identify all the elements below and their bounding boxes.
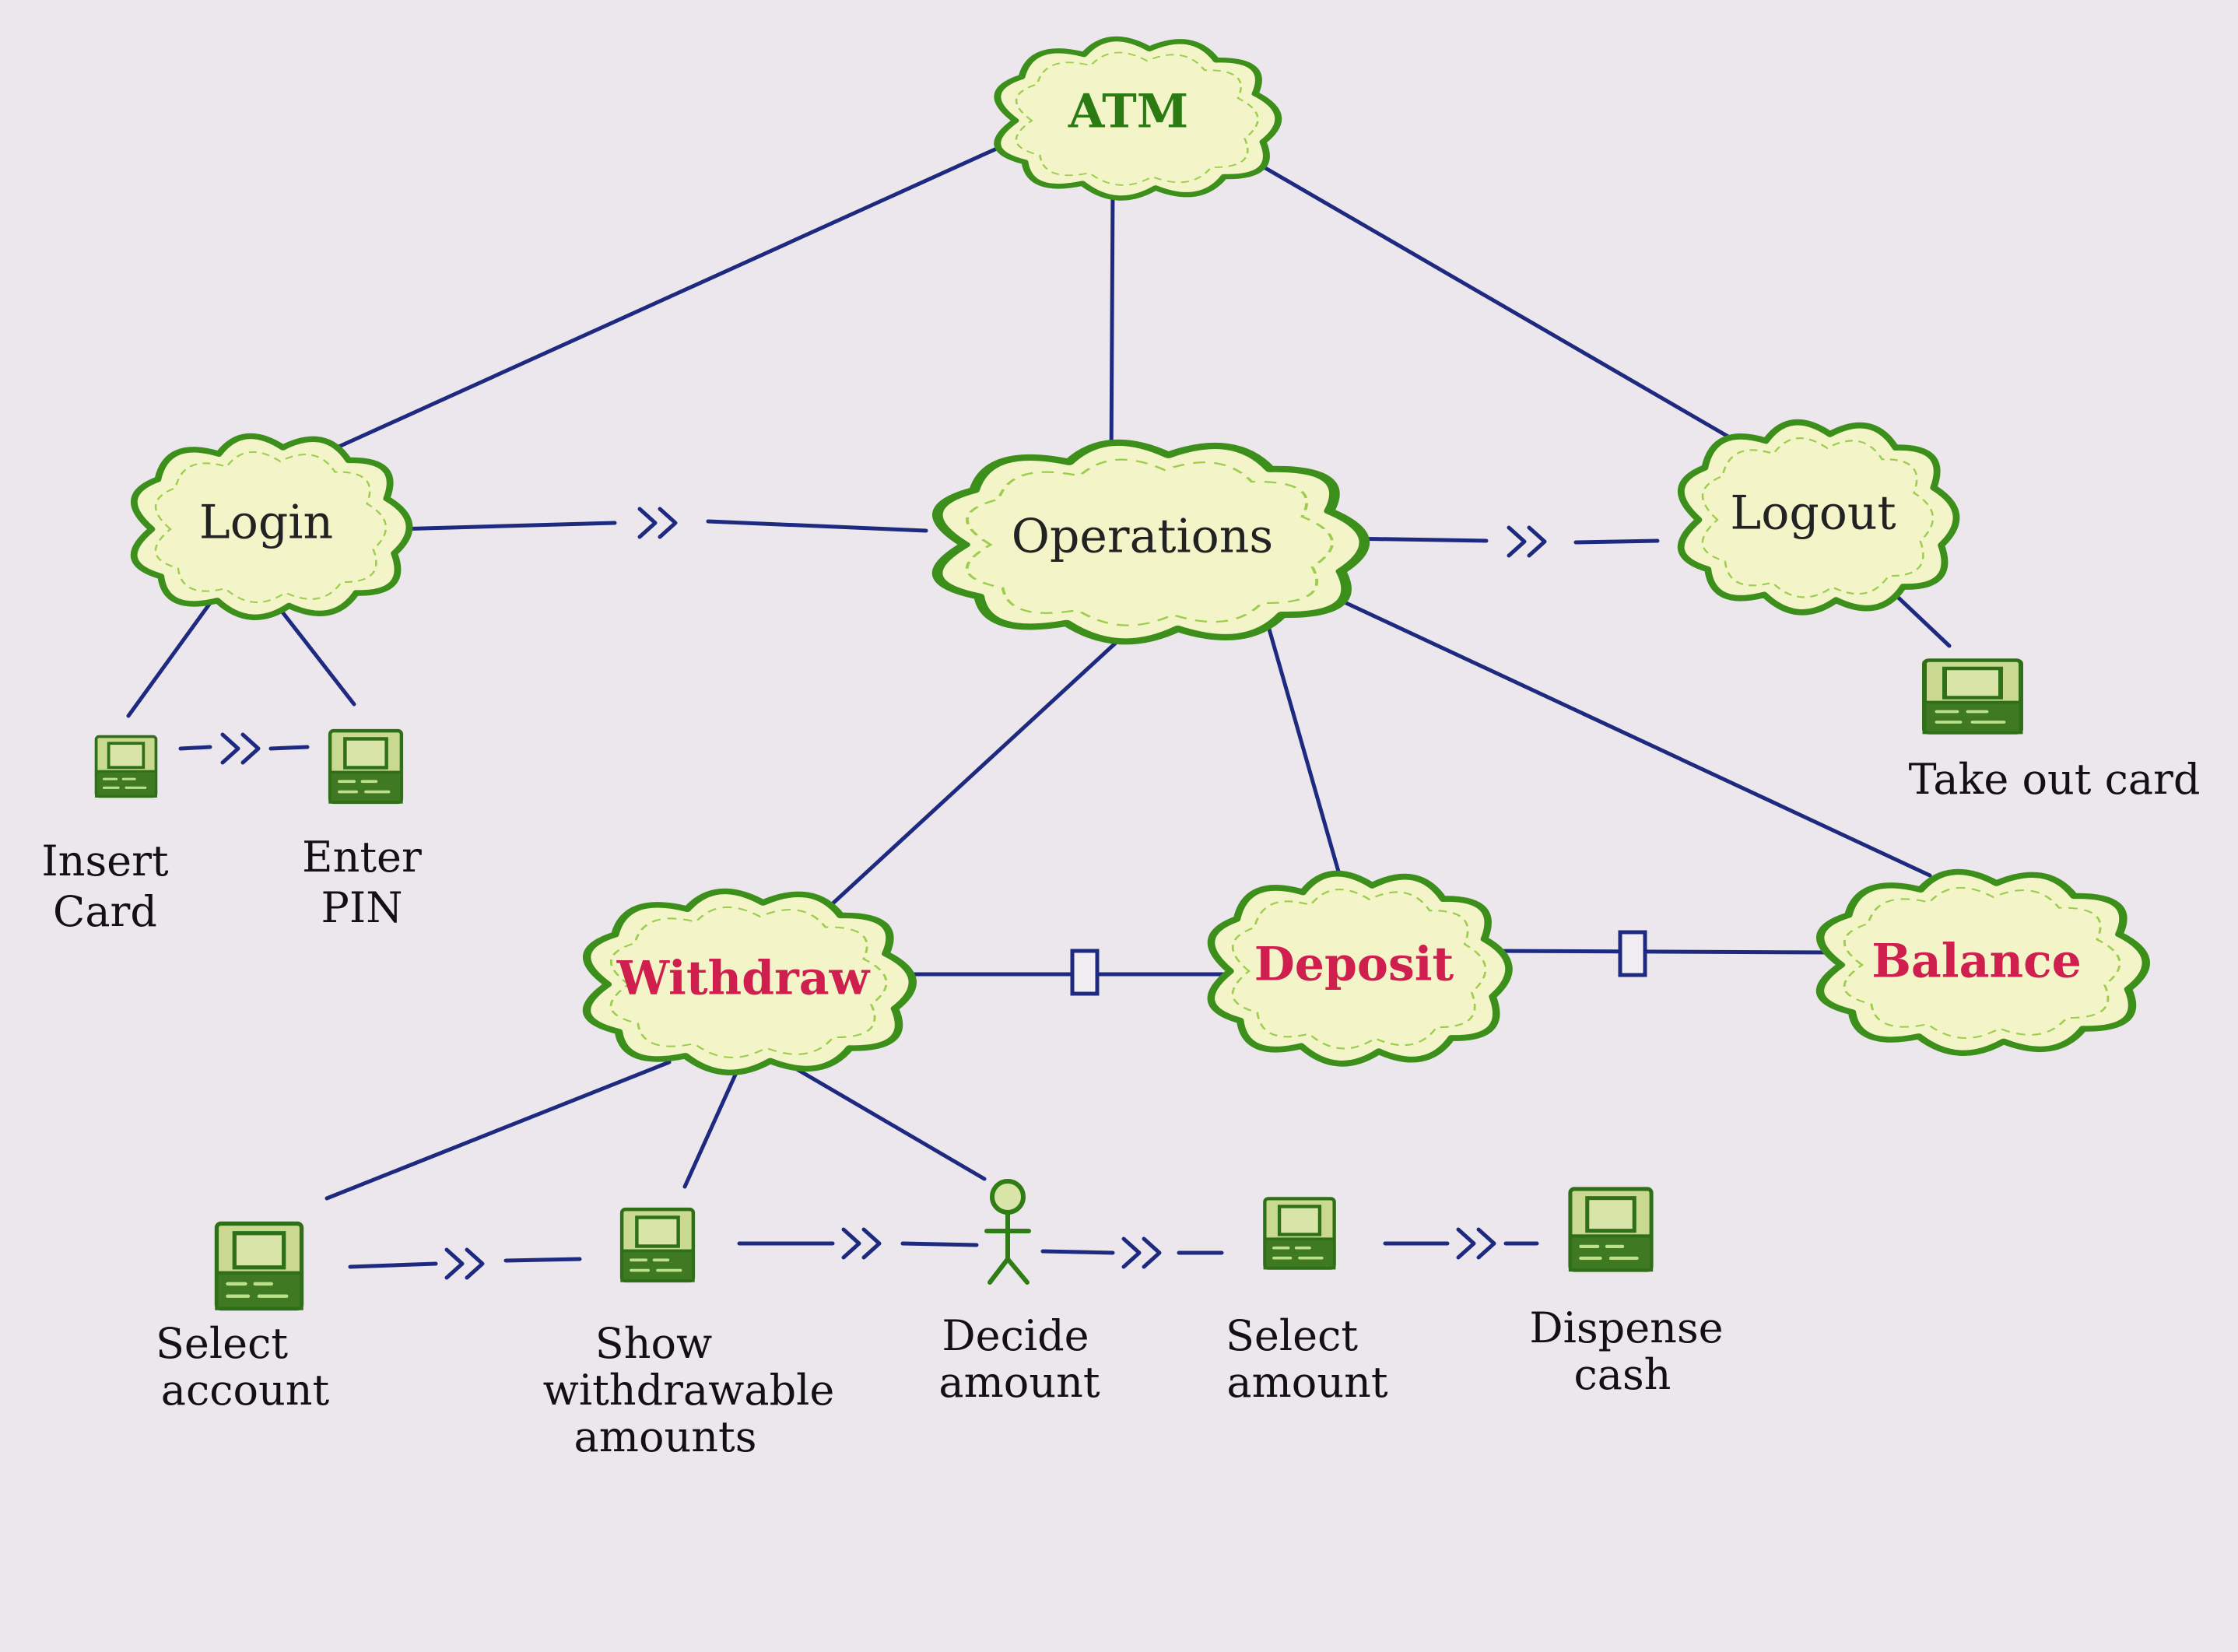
step-select-account: Select account <box>156 1223 330 1415</box>
caption-line: amounts <box>574 1412 757 1461</box>
caption-line: cash <box>1574 1350 1671 1399</box>
flow-ops-logout-b <box>1573 538 1660 545</box>
cloud-label-operations: Operations <box>1012 510 1273 564</box>
edge-withdraw-decide-amount <box>776 1056 987 1181</box>
step-select-amount: Select amount <box>1226 1198 1388 1407</box>
caption-line: account <box>161 1366 330 1415</box>
cloud-login: Login <box>134 436 409 617</box>
atm-machine-icon <box>216 1223 301 1308</box>
edge-ops-balance <box>1344 601 1932 878</box>
cloud-label-withdraw: Withdraw <box>616 952 871 1006</box>
caption-line: Dispense <box>1529 1303 1723 1352</box>
caption-line: Card <box>53 887 157 936</box>
caption-line: amount <box>1226 1358 1387 1407</box>
edge-login-enter <box>270 597 356 707</box>
cloud-balance: Balance <box>1820 872 2146 1053</box>
edge-withdraw-select-account <box>324 1060 672 1201</box>
atm-machine-icon <box>1924 661 2021 733</box>
caption-line: Show <box>595 1319 713 1368</box>
flow-seq-2b <box>900 1241 979 1247</box>
cloud-label-atm: ATM <box>1068 85 1188 139</box>
edge-atm-login <box>309 138 1018 461</box>
edge-atm-operations <box>1109 184 1115 469</box>
caption-line: Select <box>1226 1311 1358 1360</box>
flow-seq-1a <box>348 1261 438 1269</box>
stick-figure-actor-icon <box>984 1179 1031 1285</box>
caption-line: PIN <box>321 883 403 932</box>
atm-machine-icon <box>94 735 158 798</box>
atm-machine-icon <box>1265 1198 1334 1268</box>
caption-line: amount <box>938 1358 1100 1407</box>
edge-ops-withdraw <box>819 640 1119 917</box>
step-show-withdrawable-amounts: Show withdrawable amounts <box>543 1209 835 1461</box>
step-take-out-card: Take out card <box>1909 661 2201 804</box>
step-enter-pin: Enter PIN <box>302 731 422 932</box>
flow-insert-enter-a <box>178 745 212 751</box>
cloud-atm: ATM <box>998 39 1279 198</box>
flow-ops-logout-a <box>1344 536 1489 543</box>
step-dispense-cash: Dispense cash <box>1529 1189 1724 1399</box>
cloud-label-logout: Logout <box>1730 486 1896 541</box>
flow-insert-enter-b <box>268 745 310 751</box>
flow-login-ops-b <box>706 519 928 533</box>
caption-line: Insert <box>41 837 169 886</box>
flow-login-ops-a <box>395 521 617 531</box>
cloud-label-deposit: Deposit <box>1254 938 1454 992</box>
cloud-deposit: Deposit <box>1211 874 1509 1064</box>
cloud-label-login: Login <box>199 496 333 550</box>
atm-machine-icon <box>330 731 402 802</box>
cloud-withdraw: Withdraw <box>587 891 913 1072</box>
cloud-label-balance: Balance <box>1871 935 2082 989</box>
flow-seq-3a <box>1040 1249 1115 1255</box>
edge-login-insert <box>126 601 212 718</box>
atm-machine-icon <box>1570 1189 1651 1270</box>
atm-machine-icon <box>622 1209 693 1281</box>
caption-line: withdrawable <box>543 1366 835 1415</box>
cloud-logout: Logout <box>1681 423 1956 612</box>
step-decide-amount: Decide amount <box>938 1179 1100 1407</box>
edge-withdraw-show-amounts <box>682 1064 742 1189</box>
caption-line: Select <box>156 1319 288 1368</box>
edge-ops-deposit <box>1266 624 1349 901</box>
rectangle-link-icon <box>1618 930 1647 977</box>
edge-atm-logout <box>1235 149 1749 450</box>
caption-line: Take out card <box>1909 755 2201 804</box>
cloud-operations: Operations <box>938 443 1365 642</box>
caption-line: Decide <box>942 1311 1089 1360</box>
step-insert-card: Insert Card <box>41 735 169 936</box>
caption-line: Enter <box>302 833 422 882</box>
flow-seq-1b <box>503 1257 582 1263</box>
link-deposit-balance <box>1484 949 1835 955</box>
rectangle-link-icon <box>1070 949 1100 996</box>
